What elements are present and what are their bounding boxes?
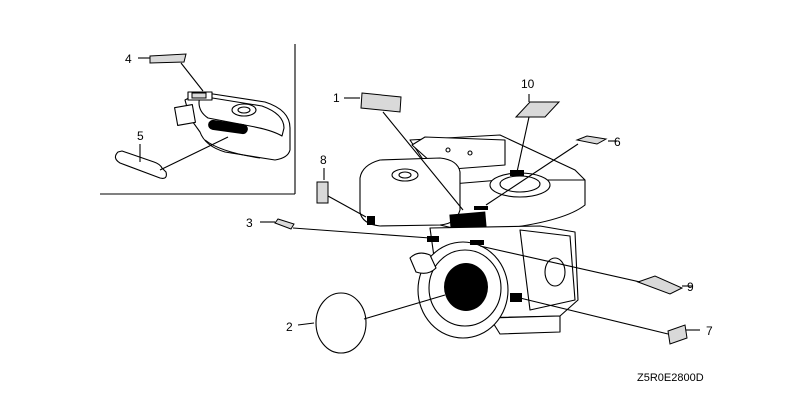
callout-2: 2: [286, 320, 293, 334]
callout-9: 9: [687, 280, 694, 294]
callout-5: 5: [137, 129, 144, 143]
callout-10: 10: [521, 77, 535, 91]
leader-lines: [138, 57, 700, 335]
callout-7: 7: [706, 324, 713, 338]
callout-3: 3: [246, 216, 253, 230]
callout-8: 8: [320, 153, 327, 167]
callout-1: 1: [333, 91, 340, 105]
callout-4: 4: [125, 52, 132, 66]
label-10-shape: [514, 101, 561, 118]
label-7-shape: [667, 324, 688, 345]
air-cleaner-inset: [174, 91, 291, 161]
diagram-code: Z5R0E2800D: [637, 372, 704, 384]
label-2-shape: [315, 292, 367, 354]
label-6-shape: [575, 135, 608, 145]
inset-frame: [100, 44, 296, 195]
label-8-shape: [316, 181, 329, 204]
callout-6: 6: [614, 135, 621, 149]
label-9-shape: [636, 275, 684, 295]
label-3-shape: [274, 218, 295, 230]
engine-body: [359, 134, 586, 339]
label-1-shape: [360, 92, 402, 113]
label-4-shape: [149, 53, 187, 64]
label-5-shape: [114, 150, 167, 179]
